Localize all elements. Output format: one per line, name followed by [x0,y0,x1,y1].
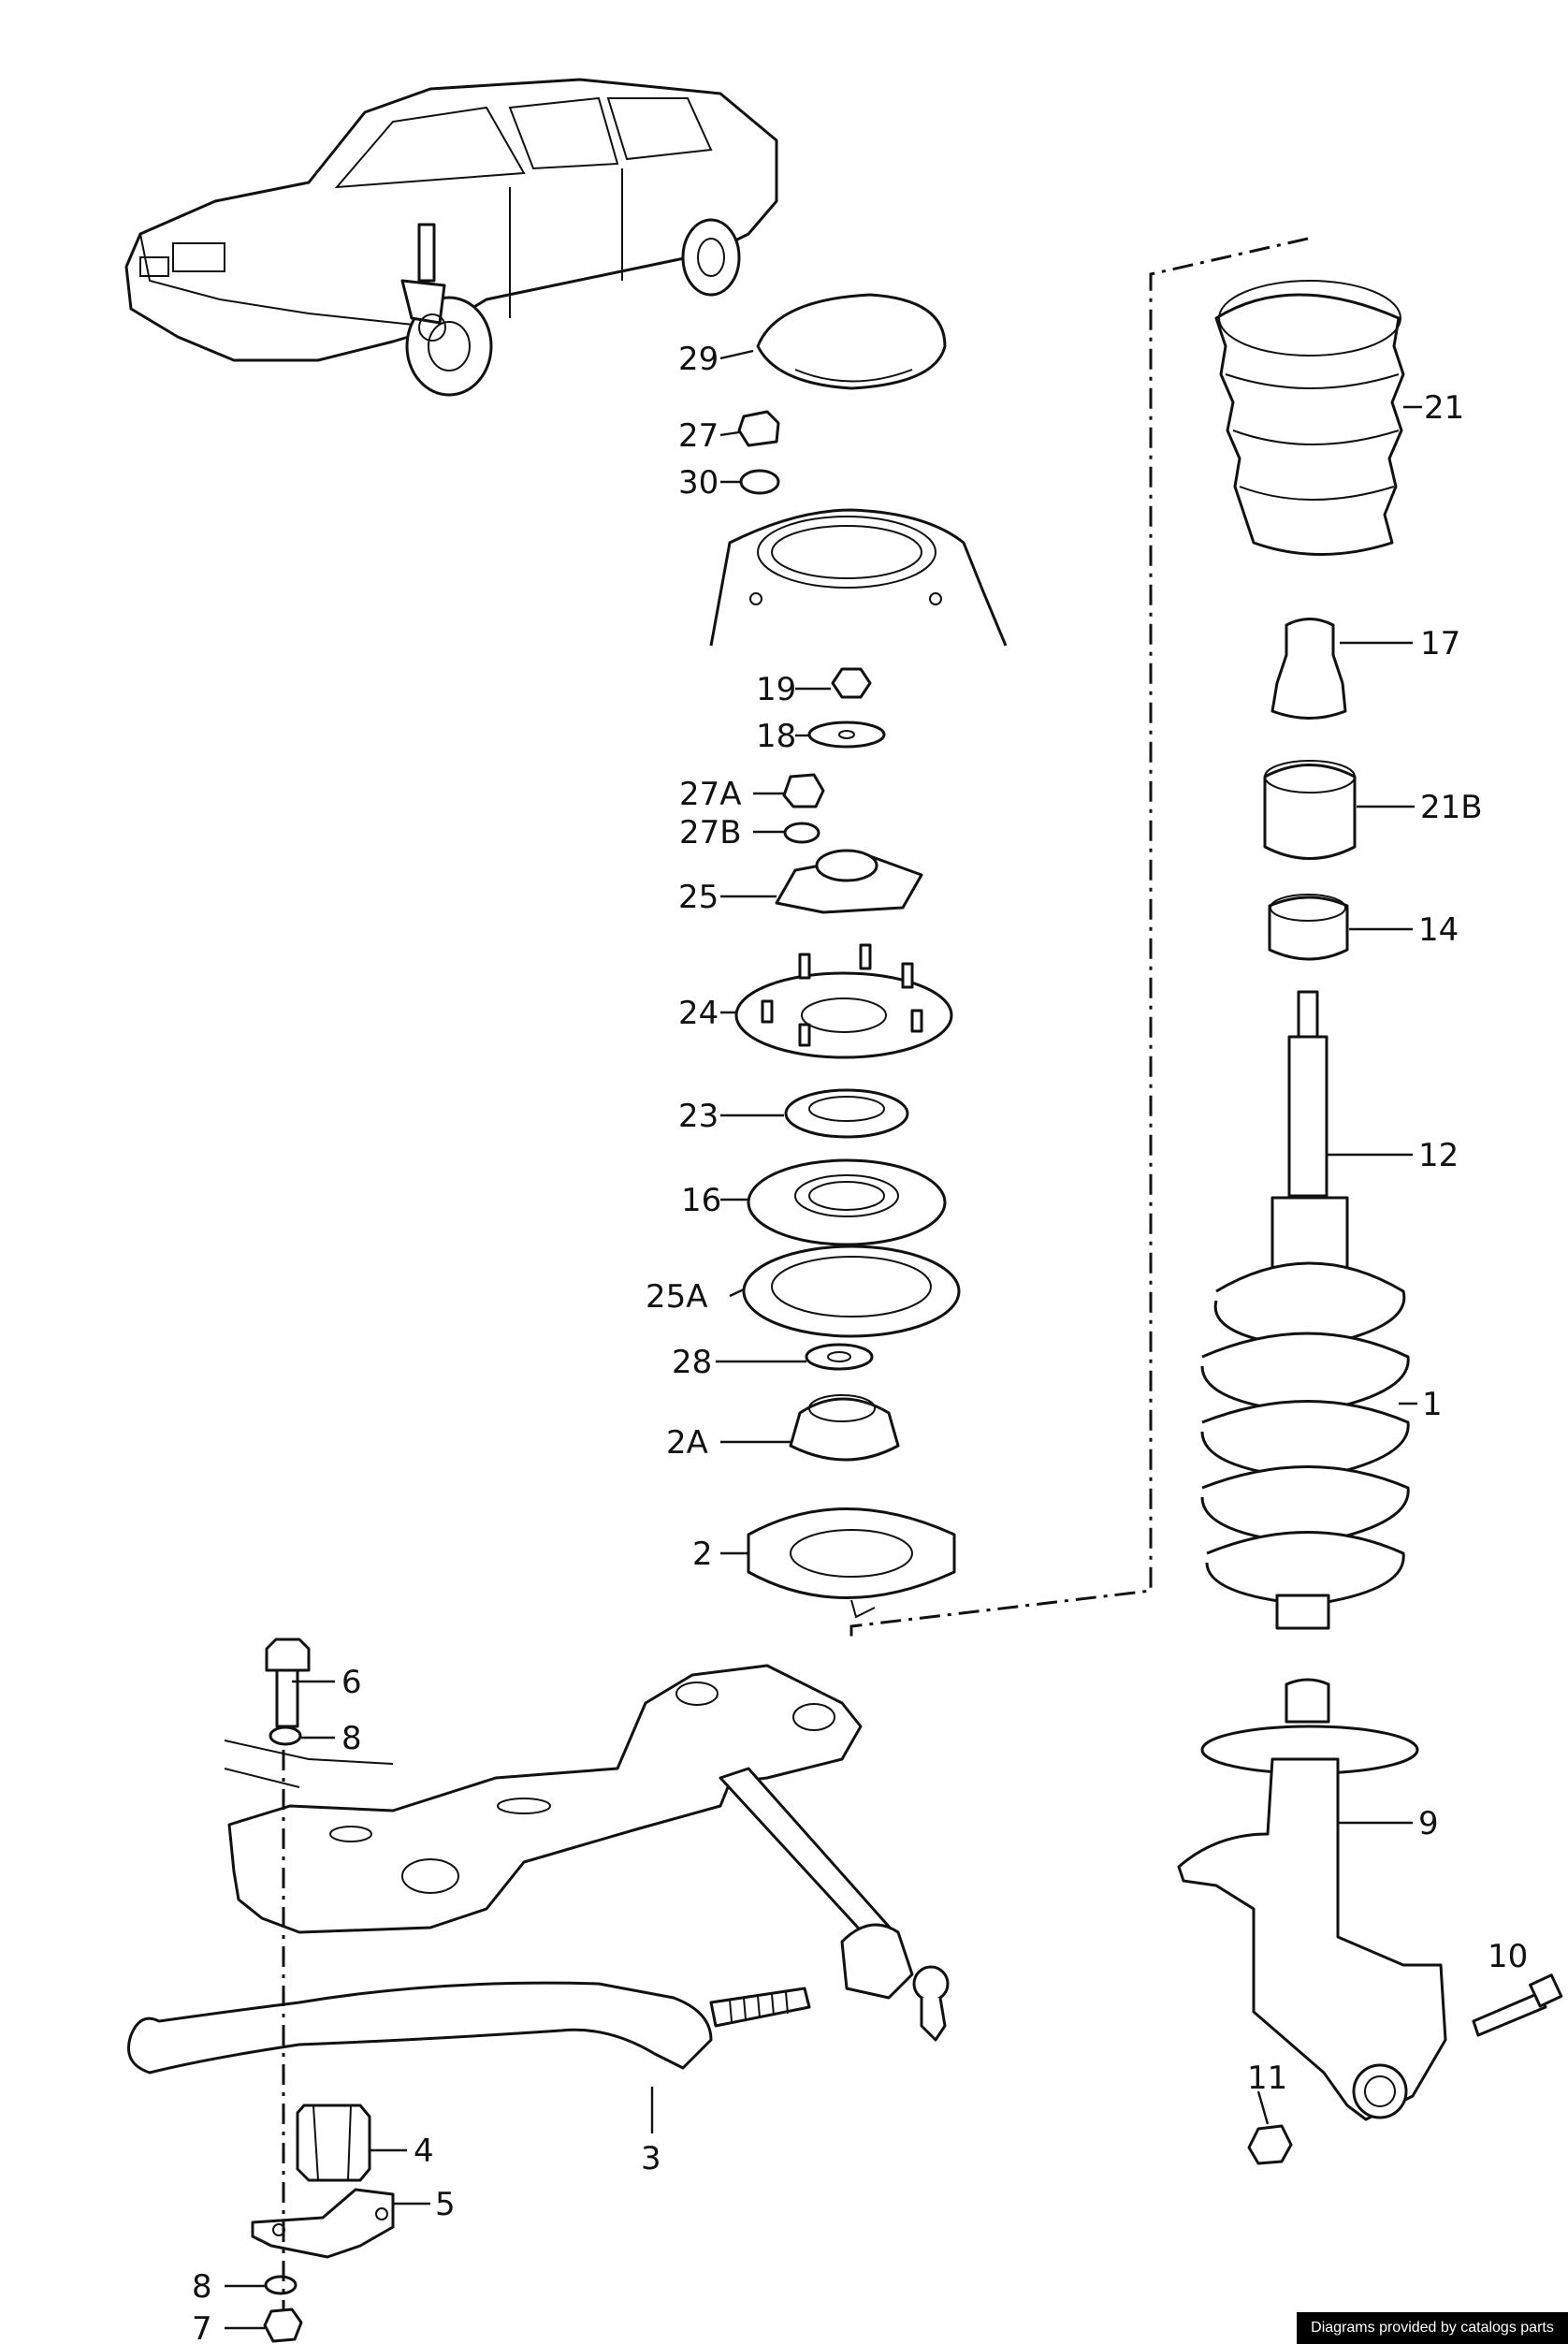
label-30: 30 [678,464,719,502]
label-2A: 2A [666,1424,708,1462]
part-8-washer-top [269,1725,302,1746]
callout-labels: 29 27 30 19 18 27A 27B 25 24 23 16 25A 2… [192,341,1528,2344]
part-19-nut [831,667,872,699]
part-25-bearing-plate [775,849,923,914]
part-12-shock-absorber [1270,990,1349,1284]
label-27: 27 [678,417,719,455]
label-12: 12 [1418,1137,1459,1174]
label-3: 3 [641,2140,661,2177]
label-10: 10 [1488,1938,1528,1975]
label-11: 11 [1247,2060,1287,2097]
label-27A: 27A [679,776,742,813]
body-strut-tower [709,508,1008,647]
label-27B: 27B [679,814,742,852]
label-16: 16 [681,1182,721,1219]
label-19: 19 [756,671,796,708]
part-27-nut [737,410,780,447]
part-27B-washer [783,822,820,844]
car-illustration [124,78,778,397]
part-18-washer [807,721,886,749]
part-24-mount-plate [734,943,953,1059]
part-16-spring-seat [747,1158,947,1246]
label-1: 1 [1422,1386,1443,1423]
label-25: 25 [678,879,719,916]
leader-lines [225,349,1422,2330]
label-21B: 21B [1420,789,1483,826]
label-18: 18 [756,718,796,755]
label-9: 9 [1418,1805,1439,1842]
part-2-spring-pad [747,1507,956,1619]
label-7: 7 [192,2310,212,2344]
label-6: 6 [341,1664,362,1701]
part-7-nut [263,2308,303,2343]
label-29: 29 [678,341,719,378]
label-8-bottom: 8 [192,2268,212,2306]
part-21B-sleeve [1263,760,1357,860]
label-28: 28 [672,1344,712,1381]
label-5: 5 [435,2186,456,2223]
label-8-top: 8 [341,1720,362,1757]
part-14-cap [1268,894,1349,961]
label-4: 4 [414,2133,434,2170]
part-23-bearing [784,1088,909,1139]
part-9-strut-housing [1177,1678,1447,2121]
subframe [224,1664,863,1934]
part-4-bushing [296,2104,371,2182]
part-10-bolt [1472,1973,1563,2037]
part-2A-bump-stop [789,1394,900,1462]
part-29-mount-cover [756,293,947,390]
control-arm [719,1767,950,2042]
part-28-washer [805,1343,874,1371]
part-30-washer [739,469,780,495]
label-21: 21 [1424,389,1464,427]
part-11-nut [1247,2124,1293,2165]
label-24: 24 [678,995,719,1032]
label-25A: 25A [646,1278,708,1316]
credit-banner: Diagrams provided by catalogs parts [1297,2312,1568,2344]
part-1-coil-spring [1200,1261,1410,1630]
part-17-bump-stop [1270,618,1347,720]
label-23: 23 [678,1098,719,1135]
part-3-stabilizer-bar [127,1981,811,2075]
part-25A-spring-seat [742,1245,961,1338]
label-14: 14 [1418,911,1459,949]
part-6-bolt [265,1638,311,1728]
label-17: 17 [1420,625,1460,662]
part-5-clamp [251,2188,395,2259]
part-21-boot [1214,280,1405,556]
part-27A-nut [782,773,825,808]
part-8-washer-bottom [264,2275,298,2295]
label-2: 2 [692,1536,713,1573]
